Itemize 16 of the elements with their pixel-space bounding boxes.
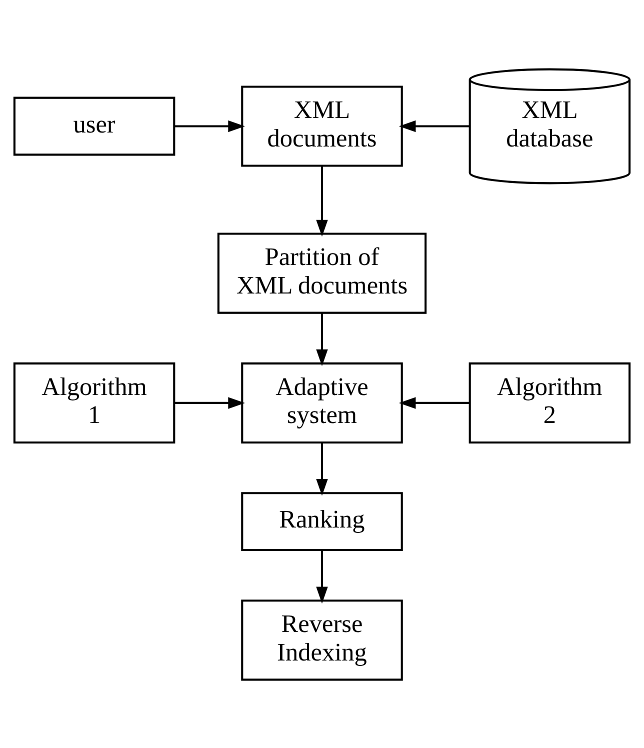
arrow <box>316 312 328 366</box>
arrow <box>174 396 245 408</box>
node-box: Reverse Indexing <box>241 599 403 680</box>
arrow <box>398 396 470 408</box>
node-box: Algorithm 2 <box>468 362 631 444</box>
arrow <box>316 550 328 604</box>
node-box: Partition of XML documents <box>217 232 427 314</box>
arrow <box>398 120 470 132</box>
node-box: Adaptive system <box>241 362 403 444</box>
arrow <box>316 166 328 236</box>
node-box: Ranking <box>241 492 403 551</box>
arrow <box>316 442 328 496</box>
arrow <box>174 120 245 132</box>
node-box: XML documents <box>241 85 403 166</box>
node-box: user <box>13 96 176 156</box>
node-box: Algorithm 1 <box>13 362 176 444</box>
